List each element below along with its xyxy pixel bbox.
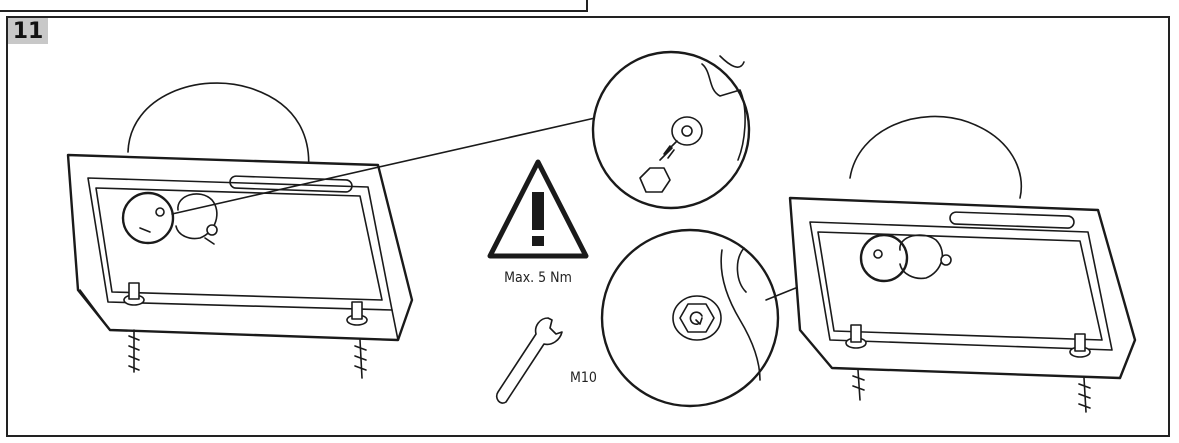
left-mount-collar <box>175 193 218 240</box>
left-dish-outline <box>127 82 310 176</box>
right-detail-marker <box>859 233 909 283</box>
wrench-icon: M10 <box>495 317 597 404</box>
washer-top <box>671 116 703 146</box>
right-dish-outline <box>849 115 1023 199</box>
left-box-inner-wall <box>95 187 383 301</box>
right-box-inner <box>809 221 1113 351</box>
leader-line-top <box>171 117 596 215</box>
left-bolt-front-left <box>123 282 145 373</box>
zoom-detail-top <box>591 50 751 210</box>
torque-label: Max. 5 Nm <box>504 270 572 286</box>
step-number: 11 <box>12 18 44 44</box>
right-bolt-front-left <box>845 324 867 401</box>
zoom-circle-top <box>591 50 751 210</box>
right-box-assembly <box>788 115 1137 413</box>
right-bolt-front-right <box>1069 333 1091 413</box>
left-detail-marker <box>121 191 175 245</box>
header-tab-outline <box>0 0 588 12</box>
nut-bottom <box>679 303 715 333</box>
right-box-inner-wall <box>817 231 1103 341</box>
left-box-assembly <box>66 82 414 379</box>
zoom-detail-bottom <box>600 228 780 408</box>
left-box-slot <box>229 175 353 193</box>
bolt-thread-top <box>659 140 678 161</box>
step-frame <box>6 16 1170 437</box>
warning-group: Max. 5 Nm <box>487 159 589 286</box>
left-bolt-front-right <box>346 301 368 379</box>
bolt-head-top <box>639 167 671 193</box>
rotation-arrow-icon <box>689 311 703 325</box>
step-number-badge: 11 <box>8 18 48 44</box>
wrench-size-label: M10 <box>570 370 597 386</box>
right-box-slot <box>949 211 1075 229</box>
